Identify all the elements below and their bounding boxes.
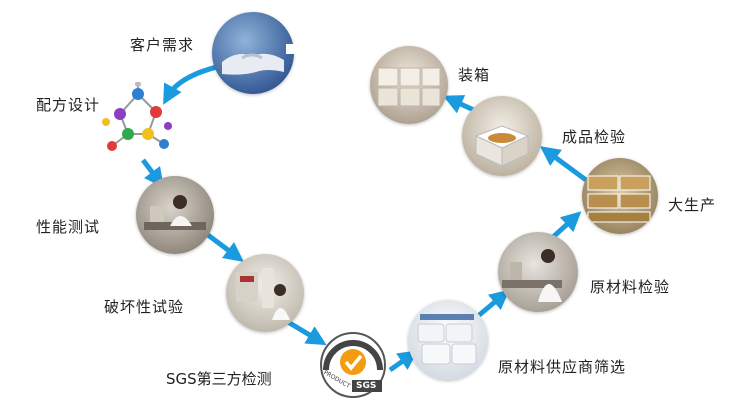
label-customer-demand: 客户需求 <box>130 36 195 54</box>
arrow-design-to-test <box>141 158 164 188</box>
arrow-sgs-to-supplier <box>388 350 419 373</box>
label-product-inspection: 成品检验 <box>562 128 627 146</box>
destructive-test-image <box>226 254 304 332</box>
label-destructive-test: 破坏性试验 <box>104 298 185 316</box>
arrow-production-to-product-check <box>539 146 588 183</box>
sgs-seal-icon <box>320 332 386 398</box>
label-formula-design: 配方设计 <box>36 96 101 114</box>
mass-production-image <box>582 158 658 234</box>
sgs-logo: PRODUCT SGS <box>318 330 388 400</box>
packing-image <box>370 46 448 124</box>
handshake-image <box>212 12 294 94</box>
production-trays-icon <box>587 175 651 223</box>
boxes-icon <box>377 67 441 107</box>
arrow-supplier-to-inspection <box>476 289 510 318</box>
label-packing: 装箱 <box>458 66 491 84</box>
handshake-icon <box>222 53 284 75</box>
lab-test-image <box>136 176 214 254</box>
sgs-text: SGS <box>356 381 377 391</box>
product-box-icon <box>474 125 530 167</box>
arrow-destructive-to-sgs <box>286 319 327 346</box>
molecule-image <box>98 81 178 162</box>
label-sgs-test: SGS第三方检测 <box>166 370 272 388</box>
arrow-inspection-to-production <box>550 211 582 240</box>
inspector-icon <box>502 249 562 302</box>
arrow-test-to-destructive <box>206 233 244 262</box>
product-inspection-image <box>462 96 542 176</box>
testing-machine-icon <box>236 268 290 320</box>
handshake-sleeve <box>286 44 314 54</box>
label-mass-production: 大生产 <box>668 196 717 214</box>
label-supplier-screening: 原材料供应商筛选 <box>498 358 627 376</box>
label-performance-test: 性能测试 <box>36 218 101 236</box>
raw-material-inspection-image <box>498 232 578 312</box>
label-raw-material-inspection: 原材料检验 <box>590 278 671 296</box>
molecule-icon <box>102 81 172 151</box>
raw-material-bags-image <box>408 300 488 380</box>
scientist-icon <box>144 195 206 230</box>
bags-icon <box>417 314 477 365</box>
